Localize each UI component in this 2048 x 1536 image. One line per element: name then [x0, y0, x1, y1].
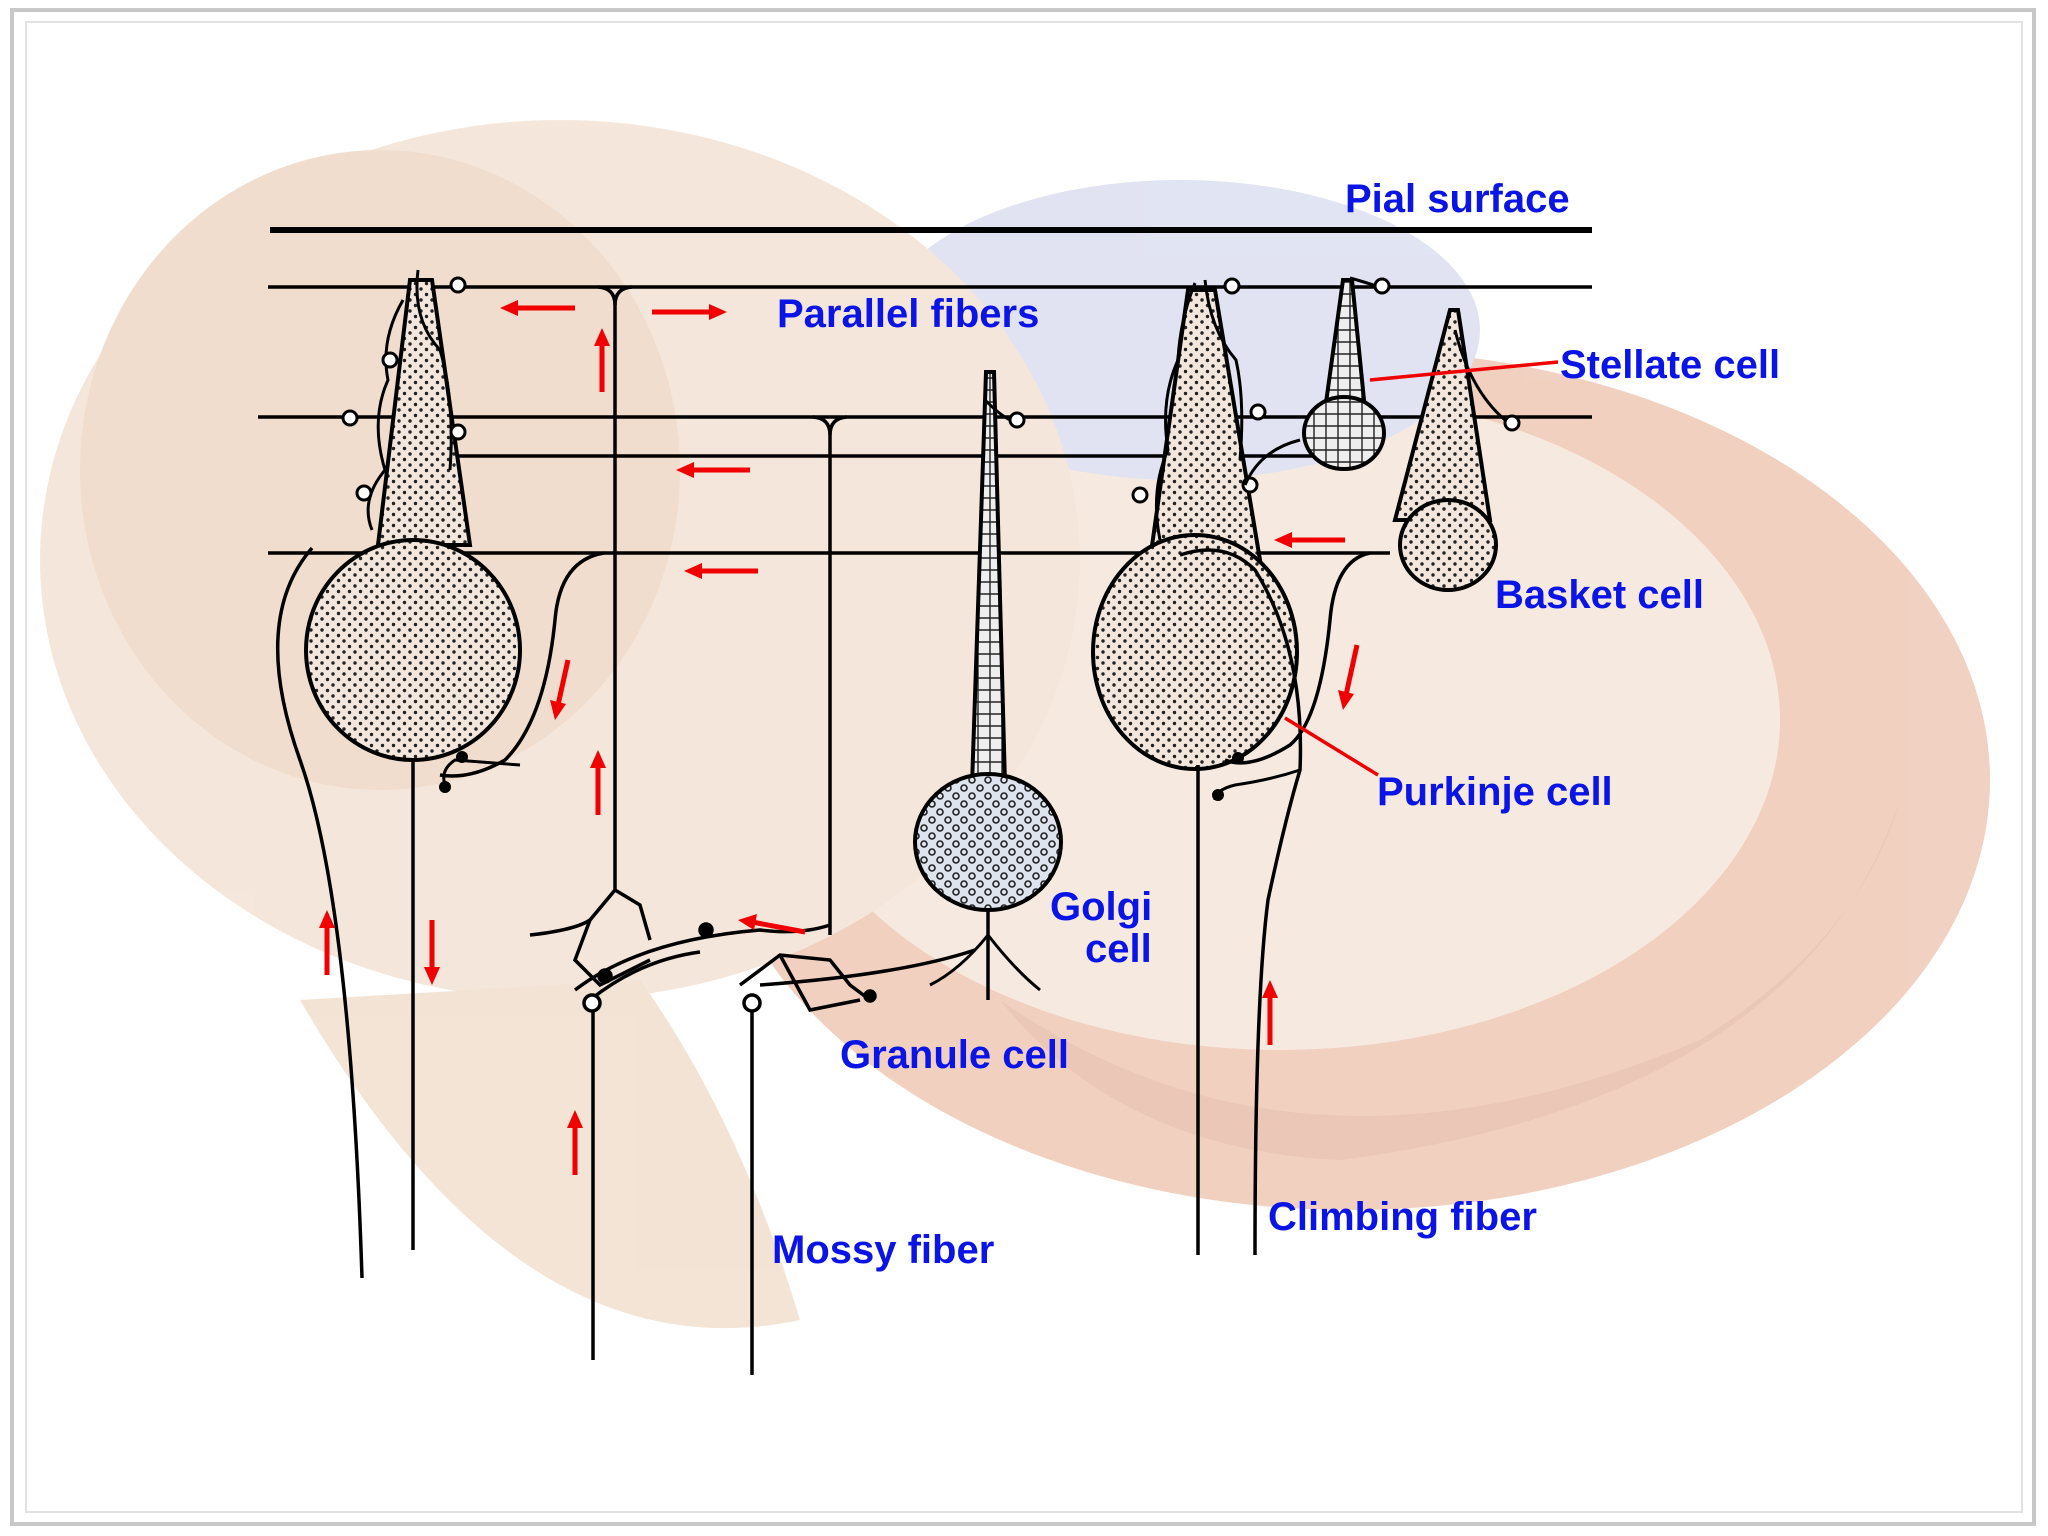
- labels: Pial surface Parallel fibers Stellate ce…: [772, 177, 1780, 1272]
- stellate-leader: [1369, 360, 1559, 382]
- arrow-up: [1262, 980, 1278, 1045]
- purkinje-leader: [1284, 716, 1379, 777]
- mossy-fiber-label: Mossy fiber: [772, 1228, 994, 1272]
- arrow-up: [319, 910, 335, 975]
- parallel-fibers-label: Parallel fibers: [777, 292, 1039, 336]
- pial-surface-label: Pial surface: [1345, 177, 1570, 221]
- golgi-cell: [759, 370, 1063, 1000]
- arrow-up: [567, 1110, 583, 1175]
- arrow-left: [676, 462, 750, 478]
- purkinje-cell-label: Purkinje cell: [1377, 770, 1613, 814]
- climbing-fiber-label: Climbing fiber: [1268, 1195, 1537, 1239]
- arrow-up: [594, 328, 610, 392]
- arrow-left: [500, 300, 575, 316]
- purkinje-cell-left: [275, 269, 605, 1279]
- basket-cell: [1392, 308, 1521, 592]
- granule-axons: [597, 285, 848, 935]
- arrow-left: [684, 563, 758, 579]
- granule-cell-label: Granule cell: [840, 1033, 1069, 1077]
- arrow-right: [652, 304, 727, 320]
- granule-cell-cluster: [529, 887, 877, 1375]
- signal-arrows: [319, 300, 1360, 1175]
- arrow-down: [1338, 644, 1360, 710]
- stellate-cell: [1243, 276, 1391, 486]
- stellate-cell-label: Stellate cell: [1560, 343, 1780, 387]
- leader-lines: [1284, 360, 1559, 777]
- golgi-cell-label-line1: Golgi: [1050, 885, 1152, 929]
- purkinje-cell-right: [1091, 277, 1371, 1256]
- golgi-cell-label-line2: cell: [1085, 927, 1152, 971]
- arrow-up: [590, 750, 606, 815]
- arrow-left: [1274, 532, 1345, 548]
- arrow-down: [550, 659, 571, 720]
- arrow-left: [738, 914, 806, 935]
- inner-border: [25, 21, 2023, 1513]
- basket-cell-label: Basket cell: [1495, 573, 1704, 617]
- outer-border: [10, 8, 2036, 1526]
- arrow-down: [424, 920, 440, 985]
